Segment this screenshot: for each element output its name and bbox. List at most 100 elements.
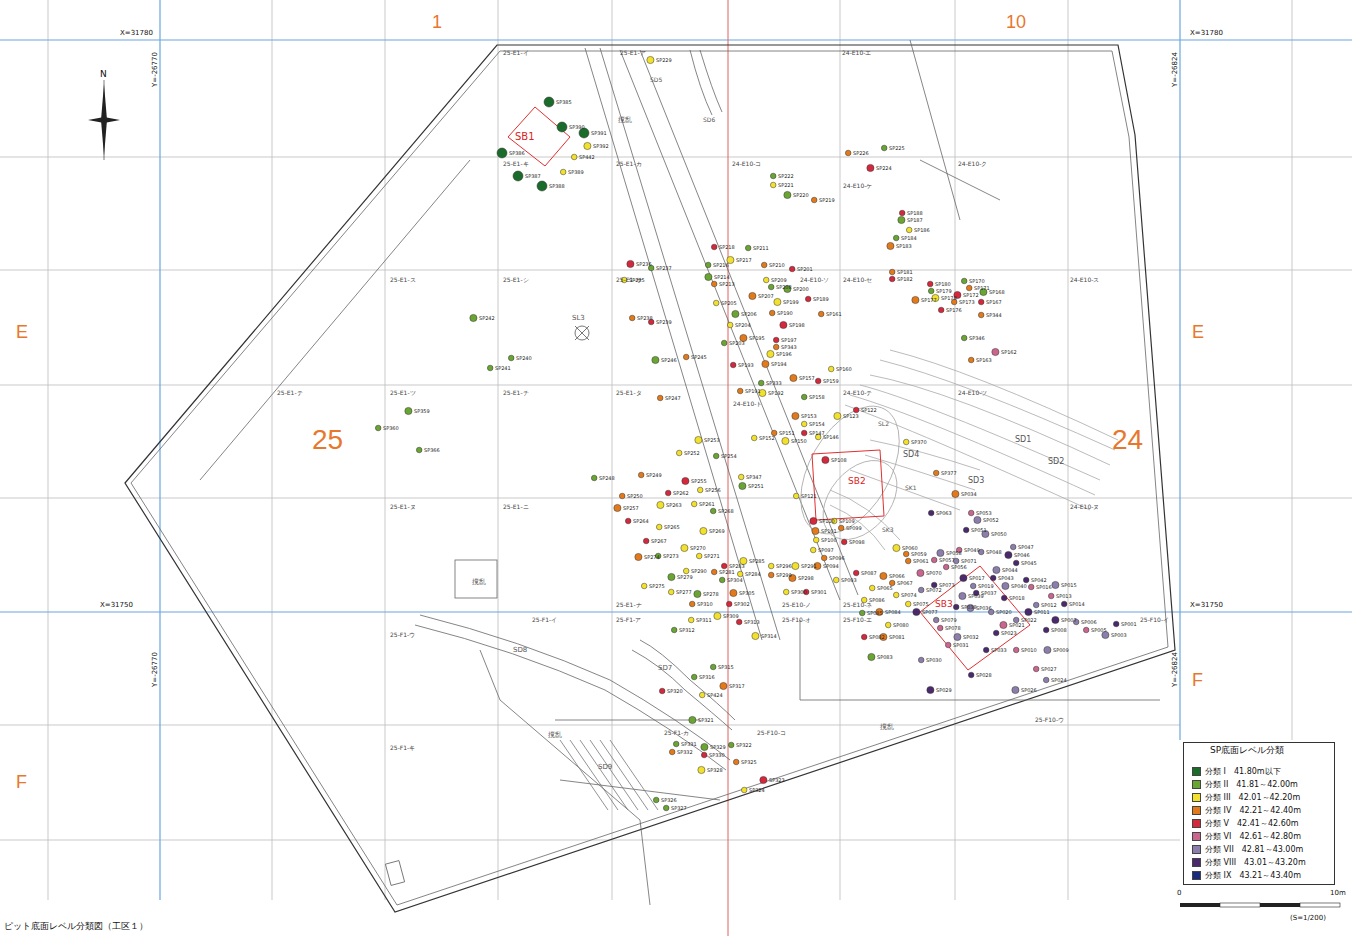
pit-dot — [643, 538, 649, 544]
pit-number: SP012 — [1041, 603, 1057, 608]
pit-dot — [696, 553, 702, 559]
pit-dot — [727, 322, 733, 328]
pit-number: SP027 — [1041, 667, 1057, 672]
pit-number: SP023 — [1001, 631, 1017, 636]
pit-number: SP093 — [841, 578, 857, 583]
pit-number: SP241 — [495, 366, 511, 371]
grid-cell: 25-E10-ネ — [843, 602, 872, 608]
pit-number: SP226 — [853, 151, 869, 156]
pit-number: SP152 — [759, 436, 775, 441]
ditch-label: SD9 — [598, 764, 612, 771]
grid-cell: 24-E10-エ — [842, 50, 871, 56]
pit-number: SP154 — [809, 422, 825, 427]
pit-number: SP022 — [1021, 618, 1037, 623]
ditch-label: SD3 — [968, 477, 984, 485]
pit-dot — [728, 742, 734, 748]
pit-number: SP153 — [801, 414, 817, 419]
pit-dot — [953, 604, 959, 610]
pit-dot — [760, 776, 767, 783]
pit-number: SP182 — [897, 277, 913, 282]
pit-number: SP257 — [623, 506, 639, 511]
pit-number: SP038 — [961, 605, 977, 610]
pit-number: SP147 — [809, 431, 825, 436]
pit-number: SP108 — [831, 458, 847, 463]
legend-row: 分類 VIII 43.01～43.20m — [1192, 858, 1306, 868]
legend-text: 分類 VII 42.81～43.00m — [1205, 845, 1303, 854]
pit-number: SP024 — [1051, 678, 1067, 683]
coordinate: Y=-26770 — [152, 53, 159, 88]
pit-dot — [1048, 593, 1054, 599]
pit-number: SP201 — [797, 267, 813, 272]
pit-number: SP214 — [714, 275, 730, 280]
pit-dot — [818, 311, 824, 317]
pit-number: SP031 — [953, 643, 969, 648]
pit-dot — [614, 504, 621, 511]
pit-number: SP184 — [901, 236, 917, 241]
pit-dot — [834, 412, 841, 419]
pit-number: SP058 — [946, 551, 962, 556]
grid-cell: 25-F1-ア — [616, 617, 641, 623]
pit-dot — [1028, 584, 1034, 590]
pit-number: SP301 — [811, 590, 827, 595]
pit-dot — [1043, 677, 1049, 683]
pit-number: SP310 — [697, 602, 713, 607]
legend-swatch — [1192, 858, 1201, 867]
pit-number: SP036 — [976, 606, 992, 611]
grid-cell: 24-E10-ソ — [800, 277, 829, 283]
pit-number: SP193 — [738, 363, 754, 368]
pit-dot — [741, 787, 747, 793]
pit-number: SP317 — [729, 684, 745, 689]
pit-number: SP392 — [593, 144, 609, 149]
pit-dot — [889, 276, 895, 282]
pit-number: SP028 — [976, 673, 992, 678]
pit-number: SP309 — [723, 614, 739, 619]
legend-title: SP底面レベル分類 — [1210, 746, 1284, 755]
pit-number: SP098 — [849, 540, 865, 545]
pit-dot — [841, 539, 847, 545]
pit-number: SP285 — [749, 559, 765, 564]
pit-number: SP264 — [633, 519, 649, 524]
pit-dot — [733, 759, 739, 765]
pit-dot — [698, 766, 705, 773]
pit-dot — [812, 527, 819, 534]
pit-number: SP207 — [758, 294, 774, 299]
pit-number: SP314 — [761, 634, 777, 639]
pit-number: SP256 — [705, 488, 721, 493]
pit-number: SP040 — [1011, 584, 1027, 589]
grid-cell: 25-F1-カ — [664, 730, 689, 736]
pit-dot — [928, 288, 934, 294]
legend-swatch — [1192, 819, 1201, 828]
pit-dot — [801, 421, 807, 427]
pit-dot — [691, 674, 697, 680]
pit-number: SP008 — [1051, 628, 1067, 633]
pit-number: SP366 — [424, 448, 440, 453]
pit-dot — [713, 300, 719, 306]
pit-dot — [719, 577, 725, 583]
pit-dot — [497, 148, 507, 158]
pit-number: SP005 — [1091, 628, 1107, 633]
pit-dot — [1025, 608, 1032, 615]
pit-number: SP391 — [591, 131, 607, 136]
pit-dot — [1033, 666, 1039, 672]
pit-dot — [694, 590, 701, 597]
pit-dot — [689, 716, 696, 723]
pit-number: SP075 — [913, 602, 929, 607]
feature-label: SL2 — [878, 421, 889, 427]
pit-number: SP094 — [823, 564, 839, 569]
pit-number: SP327 — [671, 806, 687, 811]
pit-dot — [1005, 551, 1012, 558]
pit-dot — [416, 447, 422, 453]
pit-number: SP247 — [665, 396, 681, 401]
pit-dot — [710, 664, 716, 670]
pit-number: SP270 — [690, 546, 706, 551]
pit-number: SP326 — [661, 798, 677, 803]
pit-number: SP081 — [889, 635, 905, 640]
pit-dot — [627, 260, 634, 267]
pit-number: SP082 — [869, 635, 885, 640]
pit-number: SP063 — [936, 511, 952, 516]
pit-number: SP296 — [776, 564, 792, 569]
ditch-label: SD4 — [903, 451, 919, 459]
pit-number: SP037 — [981, 591, 997, 596]
pit-dot — [682, 477, 689, 484]
pit-dot — [1000, 621, 1007, 628]
